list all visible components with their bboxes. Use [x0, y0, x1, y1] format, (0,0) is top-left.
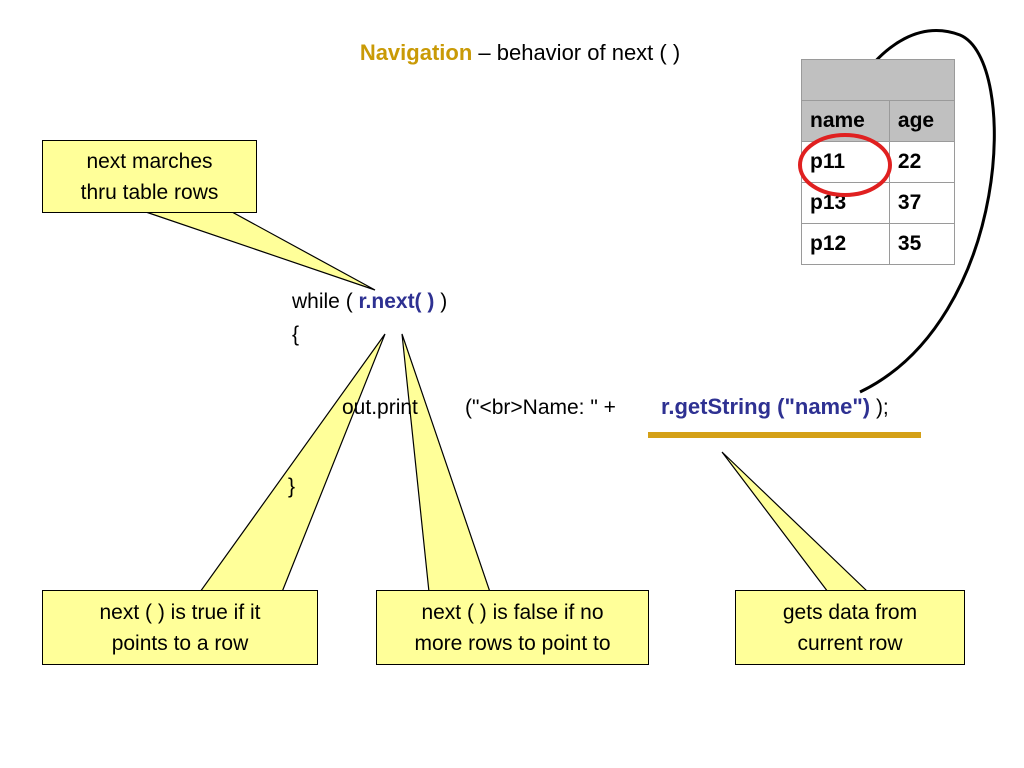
callout-true-if-text: next ( ) is true if it points to a row	[99, 600, 261, 655]
code-close-brace: }	[288, 475, 296, 498]
slide-title: Navigation – behavior of next ( )	[0, 40, 1024, 66]
cell-name: p11	[801, 141, 890, 183]
title-rest: – behavior of next ( )	[472, 40, 681, 65]
title-accent: Navigation	[359, 40, 473, 65]
code-print-suffix: );	[870, 396, 889, 419]
cell-name: p12	[801, 223, 890, 265]
callout-false-if: next ( ) is false if no more rows to poi…	[376, 590, 649, 665]
callout-gets-data-text: gets data from current row	[782, 600, 918, 655]
callout-true-if: next ( ) is true if it points to a row	[42, 590, 318, 665]
code-while-suffix: )	[434, 290, 448, 313]
getstring-underline	[648, 432, 921, 438]
code-print-args: ("<br>Name: " +	[465, 396, 616, 419]
row-pointer-arrow	[858, 29, 996, 394]
cursor-header-row	[801, 59, 955, 101]
current-row-highlight-circle	[798, 133, 892, 197]
code-open-brace: {	[292, 323, 300, 346]
code-getstring-call: r.getString ("name")	[661, 394, 871, 419]
cell-age: 35	[888, 223, 956, 265]
callout-marches: next marches thru table rows	[42, 140, 257, 213]
callout-marches-text: next marches thru table rows	[80, 149, 219, 204]
code-while-prefix: while (	[292, 290, 359, 313]
code-next-call: r.next( )	[358, 290, 435, 313]
table-row: p12 35	[801, 223, 956, 265]
code-while-line: while ( r.next( ) )	[292, 290, 447, 314]
callout-gets-data: gets data from current row	[735, 590, 965, 665]
column-header-age: age	[888, 100, 956, 142]
callout-false-if-text: next ( ) is false if no more rows to poi…	[414, 600, 611, 655]
code-print-prefix: out.print	[342, 396, 418, 419]
code-getstring-line: r.getString ("name") );	[661, 394, 889, 420]
